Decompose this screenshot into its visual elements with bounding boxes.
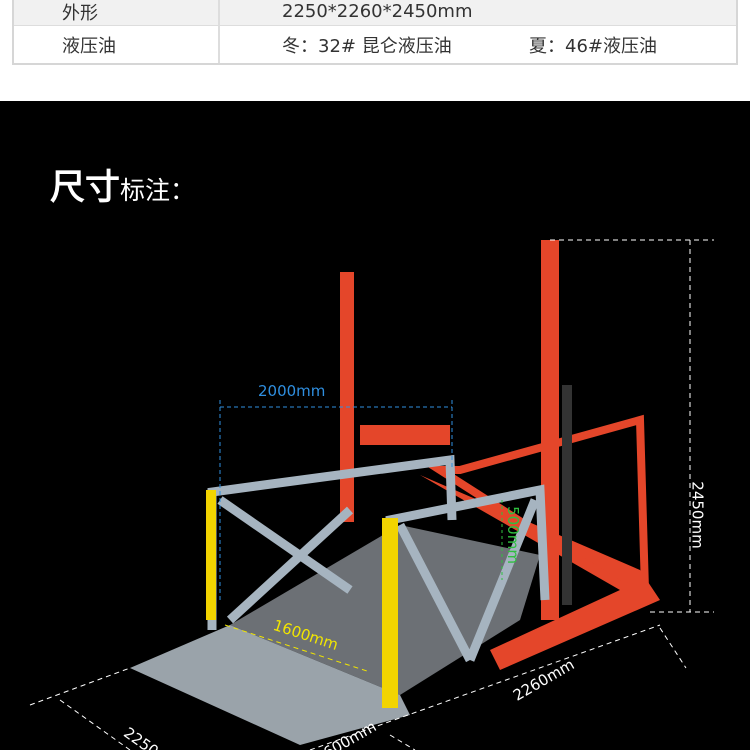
rear-frame	[426, 414, 650, 595]
platform-width-label: 2000mm	[258, 382, 326, 400]
crossbar	[360, 425, 450, 445]
height-label: 2450mm	[688, 481, 707, 549]
row-label: 外形	[14, 0, 220, 25]
dock-leveler-illustration	[29, 239, 714, 750]
base-frame	[420, 475, 660, 670]
row-value: 冬：32# 昆仑液压油 夏：46#液压油	[220, 26, 657, 63]
hazard-post-left	[206, 490, 216, 620]
ramp-dimension	[224, 624, 371, 673]
left-mast	[340, 272, 354, 522]
table-row: 液压油 冬：32# 昆仑液压油 夏：46#液压油	[14, 26, 736, 63]
chain	[562, 385, 572, 605]
outline-dimensions	[29, 239, 714, 750]
lift-label: 500mm	[503, 506, 522, 564]
spec-table-area: 外形 2250*2260*2450mm 液压油 冬：32# 昆仑液压油 夏：46…	[0, 0, 750, 101]
ramp	[130, 625, 410, 745]
width-dimension	[219, 400, 453, 600]
summer-oil: 夏：46#液压油	[529, 35, 657, 57]
winter-oil: 冬：32# 昆仑液压油	[282, 35, 452, 57]
table-row: 外形 2250*2260*2450mm	[14, 0, 736, 26]
hazard-post	[382, 518, 398, 708]
row-value: 2250*2260*2450mm	[282, 1, 473, 22]
row-label: 液压油	[14, 26, 220, 63]
section-title: 尺寸标注：	[50, 168, 196, 208]
dimension-diagram: 尺寸标注： 2000mm 2450mm 500mm	[0, 101, 750, 750]
spec-table: 外形 2250*2260*2450mm 液压油 冬：32# 昆仑液压油 夏：46…	[12, 0, 738, 65]
